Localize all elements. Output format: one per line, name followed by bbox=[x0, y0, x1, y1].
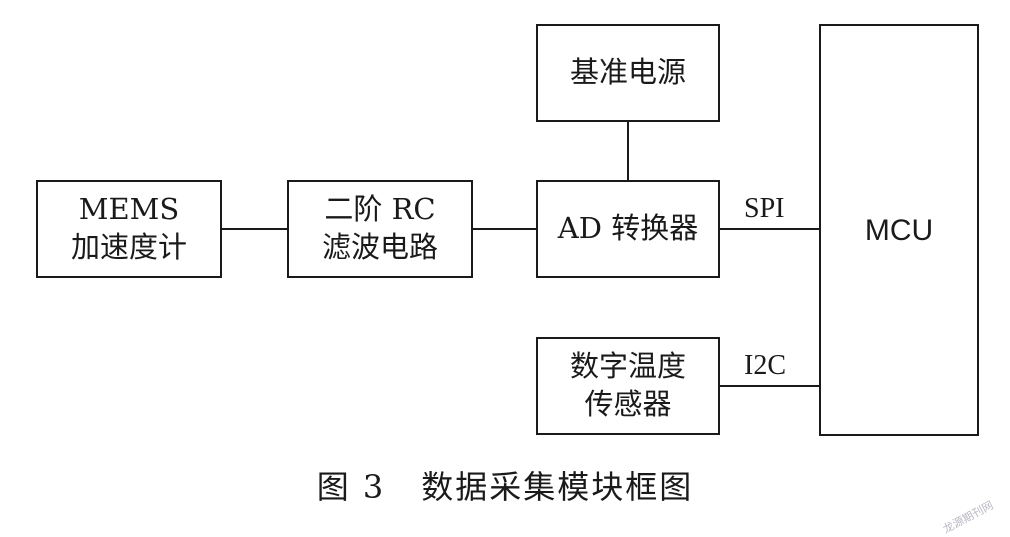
connector-mems-to-filter bbox=[222, 228, 287, 230]
voltage-reference-block: 基准电源 bbox=[536, 24, 720, 122]
temperature-sensor-line1: 数字温度 bbox=[569, 349, 686, 384]
figure-caption: 图 3 数据采集模块框图 bbox=[0, 462, 1010, 508]
i2c-bus-label: I2C bbox=[744, 350, 786, 381]
mems-block-line1: MEMS bbox=[78, 192, 180, 227]
connector-adc-to-mcu-spi bbox=[720, 228, 819, 230]
ad-converter-label: AD 转换器 bbox=[557, 211, 699, 246]
connector-filter-to-adc bbox=[473, 228, 536, 230]
figure-number: 图 3 bbox=[316, 468, 386, 506]
rc-filter-block-line1: 二阶 RC bbox=[324, 192, 436, 227]
connector-reference-to-adc bbox=[627, 122, 629, 180]
connector-sensor-to-mcu-i2c bbox=[720, 385, 819, 387]
rc-filter-block: 二阶 RC 滤波电路 bbox=[287, 180, 473, 278]
temperature-sensor-line2: 传感器 bbox=[584, 387, 672, 421]
block-diagram: MEMS 加速度计 二阶 RC 滤波电路 基准电源 AD 转换器 数字温度 传感… bbox=[0, 24, 1010, 536]
mems-block-line2: 加速度计 bbox=[70, 230, 187, 264]
rc-filter-block-line2: 滤波电路 bbox=[321, 230, 438, 264]
temperature-sensor-block: 数字温度 传感器 bbox=[536, 337, 720, 435]
spi-bus-label: SPI bbox=[744, 193, 785, 224]
voltage-reference-label: 基准电源 bbox=[569, 55, 686, 90]
mcu-block: MCU bbox=[819, 24, 979, 436]
ad-converter-block: AD 转换器 bbox=[536, 180, 720, 278]
mcu-label: MCU bbox=[864, 213, 934, 247]
figure-title: 数据采集模块框图 bbox=[421, 468, 694, 506]
mems-accelerometer-block: MEMS 加速度计 bbox=[36, 180, 222, 278]
